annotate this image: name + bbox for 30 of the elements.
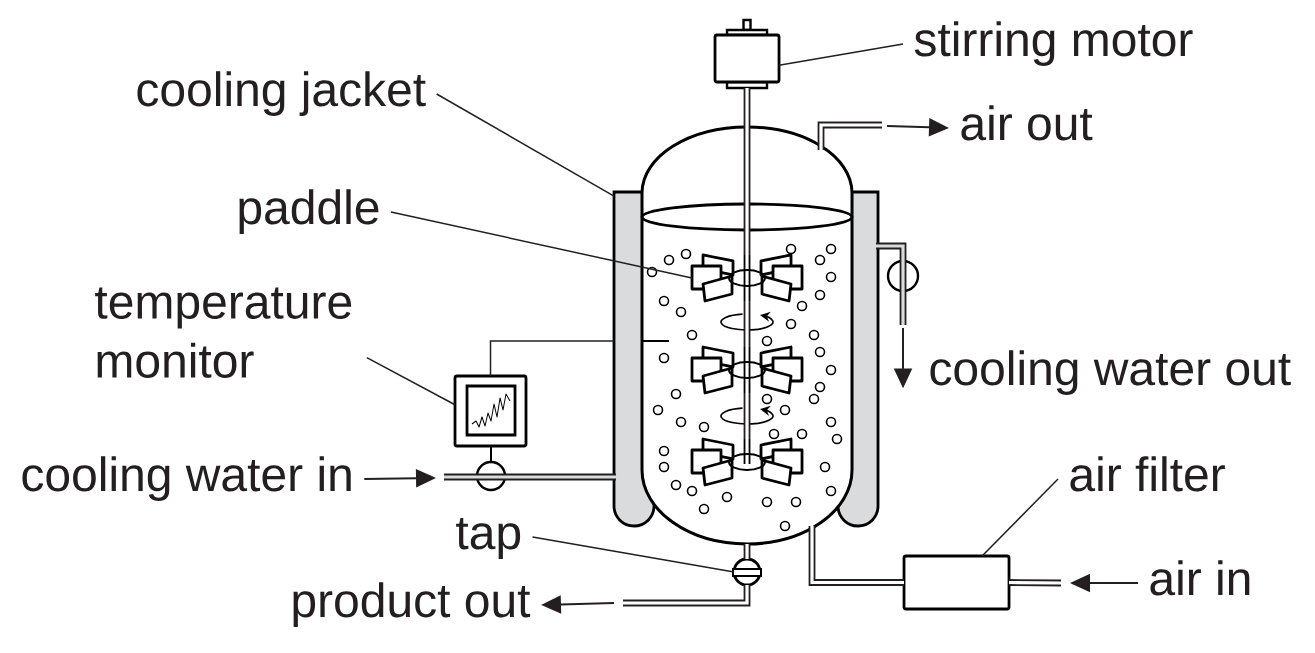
flow-label: cooling water out [930,350,1291,395]
flow-label: product out [293,582,531,627]
part-label: paddle [239,189,379,234]
flow-label: cooling water in [22,456,351,501]
pipe [808,526,904,586]
leader-line [531,536,735,573]
leader-line [489,340,615,377]
pipe [876,242,907,325]
motor [713,18,781,90]
tap-valve [732,557,762,587]
air-filter [902,554,1011,611]
flow-label: air out [961,105,1093,141]
pipe [817,121,882,150]
part-label: cooling jacket [137,71,426,116]
pipe [1009,579,1062,587]
leader-line [981,478,1059,557]
leader-line [435,93,615,197]
part-label: tap [456,518,521,559]
pipe [743,544,751,559]
leader-line [778,43,904,67]
part-label: stirring motor [914,21,1193,66]
pipe [623,585,751,607]
leader-line [390,211,693,279]
temperature-monitor [453,374,528,448]
leader-line [366,356,456,406]
stirrer-shaft [743,88,751,255]
pipe [444,473,616,481]
part-label: temperature monitor [95,287,352,378]
part-label: air filter [1070,456,1225,492]
flow-label: air in [1150,560,1250,596]
